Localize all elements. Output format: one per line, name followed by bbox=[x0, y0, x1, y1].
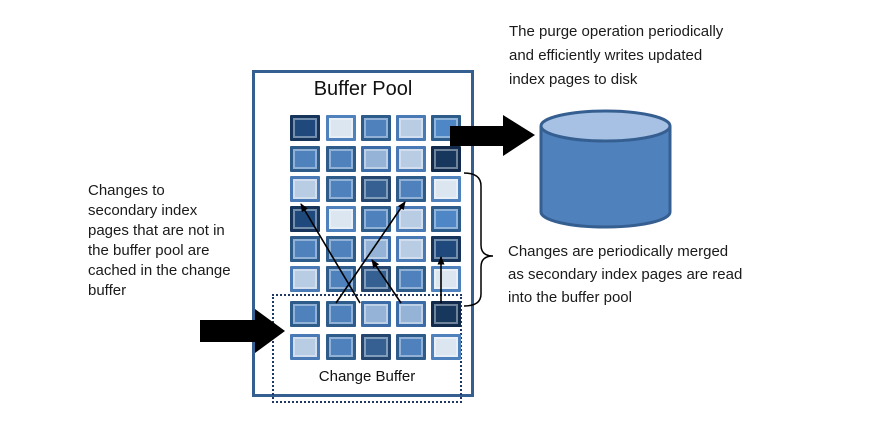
buffer-page-cell bbox=[361, 146, 391, 172]
buffer-page-cell bbox=[396, 146, 426, 172]
buffer-page-cell bbox=[290, 334, 320, 360]
buffer-page-cell bbox=[431, 176, 461, 202]
cached-changes-note: Changes to secondary index pages that ar… bbox=[88, 182, 231, 299]
buffer-page-cell bbox=[361, 301, 391, 327]
buffer-page-cell bbox=[361, 334, 391, 360]
buffer-page-cell bbox=[396, 206, 426, 232]
buffer-page-cell bbox=[326, 236, 356, 262]
buffer-page-cell bbox=[396, 115, 426, 141]
buffer-page-cell bbox=[361, 206, 391, 232]
buffer-page-cell bbox=[431, 206, 461, 232]
buffer-page-cell bbox=[290, 176, 320, 202]
database-cylinder-icon bbox=[539, 109, 672, 229]
buffer-page-cell bbox=[396, 266, 426, 292]
buffer-page-cell bbox=[431, 301, 461, 327]
buffer-page-cell bbox=[361, 266, 391, 292]
buffer-page-cell bbox=[290, 206, 320, 232]
buffer-page-cell bbox=[431, 115, 461, 141]
buffer-page-cell bbox=[290, 146, 320, 172]
buffer-page-cell bbox=[326, 334, 356, 360]
buffer-page-cell bbox=[396, 301, 426, 327]
merge-changes-note: Changes are periodically merged as secon… bbox=[508, 243, 743, 306]
buffer-page-cell bbox=[361, 176, 391, 202]
buffer-page-cell bbox=[396, 236, 426, 262]
purge-operation-note: The purge operation periodically and eff… bbox=[509, 23, 724, 88]
buffer-page-cell bbox=[290, 301, 320, 327]
change-buffer-label: Change Buffer bbox=[318, 368, 416, 385]
buffer-page-cell bbox=[431, 146, 461, 172]
buffer-page-cell bbox=[326, 176, 356, 202]
buffer-page-cell bbox=[431, 334, 461, 360]
buffer-page-cell bbox=[326, 115, 356, 141]
buffer-page-cell bbox=[431, 266, 461, 292]
buffer-pool-title: Buffer Pool bbox=[313, 78, 413, 100]
buffer-page-cell bbox=[326, 206, 356, 232]
buffer-page-cell bbox=[396, 176, 426, 202]
buffer-page-cell bbox=[326, 301, 356, 327]
buffer-page-cell bbox=[396, 334, 426, 360]
buffer-page-cell bbox=[290, 115, 320, 141]
buffer-page-cell bbox=[361, 236, 391, 262]
buffer-page-cell bbox=[290, 266, 320, 292]
buffer-page-cell bbox=[326, 146, 356, 172]
buffer-page-cell bbox=[290, 236, 320, 262]
buffer-page-cell bbox=[361, 115, 391, 141]
buffer-page-cell bbox=[431, 236, 461, 262]
buffer-page-cell bbox=[326, 266, 356, 292]
